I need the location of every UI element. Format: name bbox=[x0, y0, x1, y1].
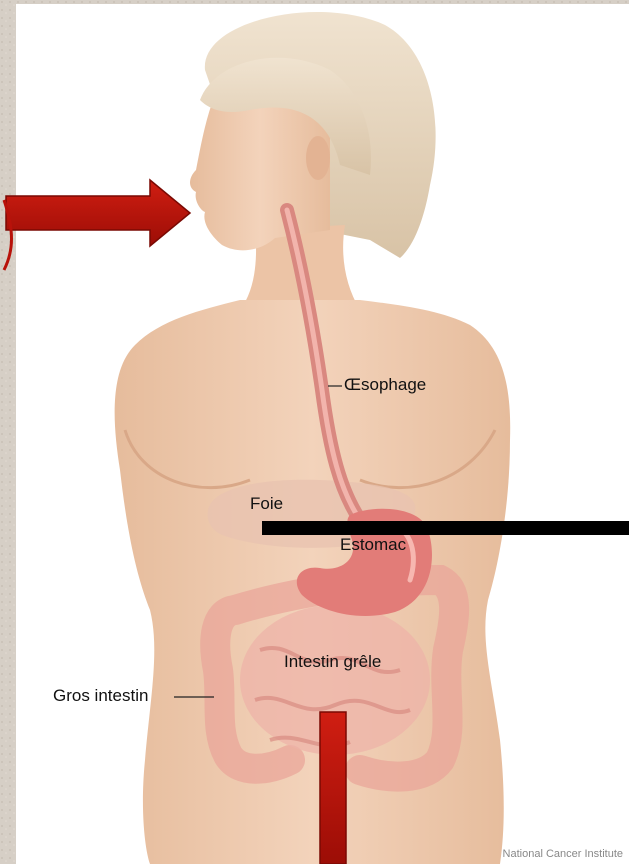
ear bbox=[306, 136, 330, 180]
black-bar bbox=[262, 521, 629, 535]
label-small-intestine: Intestin grêle bbox=[284, 652, 381, 672]
label-esophagus: Œsophage bbox=[344, 375, 426, 395]
red-vertical-bar bbox=[320, 712, 346, 864]
label-stomach: Estomac bbox=[340, 535, 406, 555]
label-large-intestine: Gros intestin bbox=[53, 686, 148, 706]
credit-text: National Cancer Institute bbox=[503, 848, 623, 860]
label-liver: Foie bbox=[250, 494, 283, 514]
